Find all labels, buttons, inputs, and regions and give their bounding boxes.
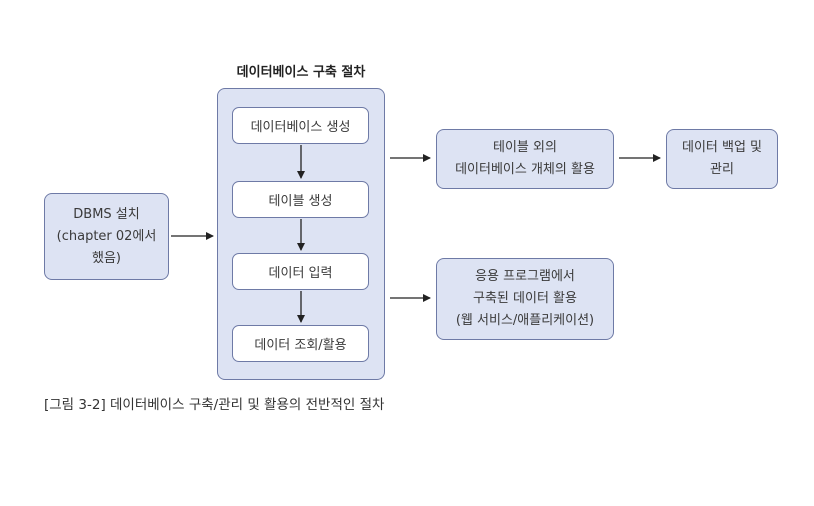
backup-management-box: 데이터 백업 및 관리: [666, 129, 778, 189]
figure-caption: [그림 3-2] 데이터베이스 구축/관리 및 활용의 전반적인 절차: [44, 397, 385, 413]
dbms-install-box: DBMS 설치 (chapter 02에서 했음): [44, 193, 169, 280]
application-use-box: 응용 프로그램에서 구축된 데이터 활용 (웹 서비스/애플리케이션): [436, 258, 614, 340]
build-procedure-container: 데이터베이스 생성 테이블 생성 데이터 입력 데이터 조회/활용: [217, 88, 385, 380]
procedure-title: 데이터베이스 구축 절차: [236, 65, 366, 80]
step-create-database: 데이터베이스 생성: [232, 107, 369, 144]
other-db-objects-box: 테이블 외의 데이터베이스 개체의 활용: [436, 129, 614, 189]
step-input-data: 데이터 입력: [232, 253, 369, 290]
step-create-table: 테이블 생성: [232, 181, 369, 218]
step-query-use-data: 데이터 조회/활용: [232, 325, 369, 362]
